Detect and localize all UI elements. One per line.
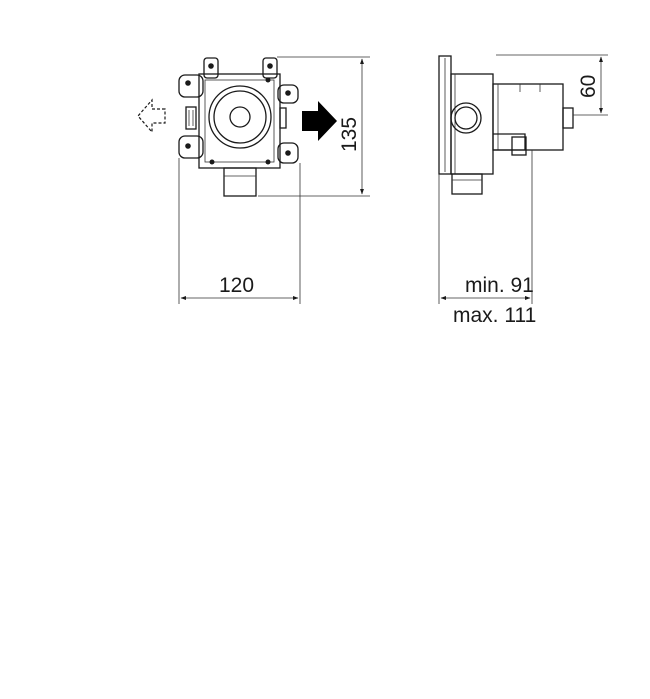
lug-top-right <box>262 57 278 79</box>
depth-min-label: min. 91 <box>465 274 534 297</box>
side-bottom-outlet <box>451 173 483 195</box>
lower-connector <box>493 133 526 151</box>
left-port <box>185 106 197 130</box>
side-view <box>438 55 574 195</box>
side-port-outer <box>450 102 482 134</box>
lug-right-upper <box>277 84 299 104</box>
lug-left-upper <box>178 74 204 98</box>
valve-ring <box>213 90 267 144</box>
connector-nut <box>511 136 527 156</box>
dimension-width: 120 <box>178 158 301 304</box>
optional-flow-arrow-icon <box>137 98 166 134</box>
valve-outer-ring <box>208 85 272 149</box>
valve-center <box>229 106 251 128</box>
depth-max-label: max. 111 <box>453 304 536 327</box>
spindle <box>562 107 574 129</box>
lug-top-left <box>203 57 219 79</box>
front-view <box>137 57 337 197</box>
bottom-outlet <box>223 167 257 197</box>
screw-set <box>185 63 291 165</box>
right-port <box>279 107 287 129</box>
width-label: 120 <box>219 274 254 297</box>
lug-left-lower <box>178 135 204 159</box>
flow-direction-arrow-icon <box>302 101 337 141</box>
dimension-height: 135 <box>258 56 370 197</box>
depth-top-label: 60 <box>577 75 600 98</box>
housing-inner <box>204 79 275 163</box>
dimension-depth-top: 60 <box>496 54 608 116</box>
height-label: 135 <box>338 117 361 152</box>
cartridge-body <box>492 83 564 151</box>
housing-body <box>198 73 281 169</box>
side-port-inner <box>454 106 478 130</box>
dimension-depth: min. 91 max. 111 <box>438 150 536 327</box>
lug-right-lower <box>277 142 299 164</box>
